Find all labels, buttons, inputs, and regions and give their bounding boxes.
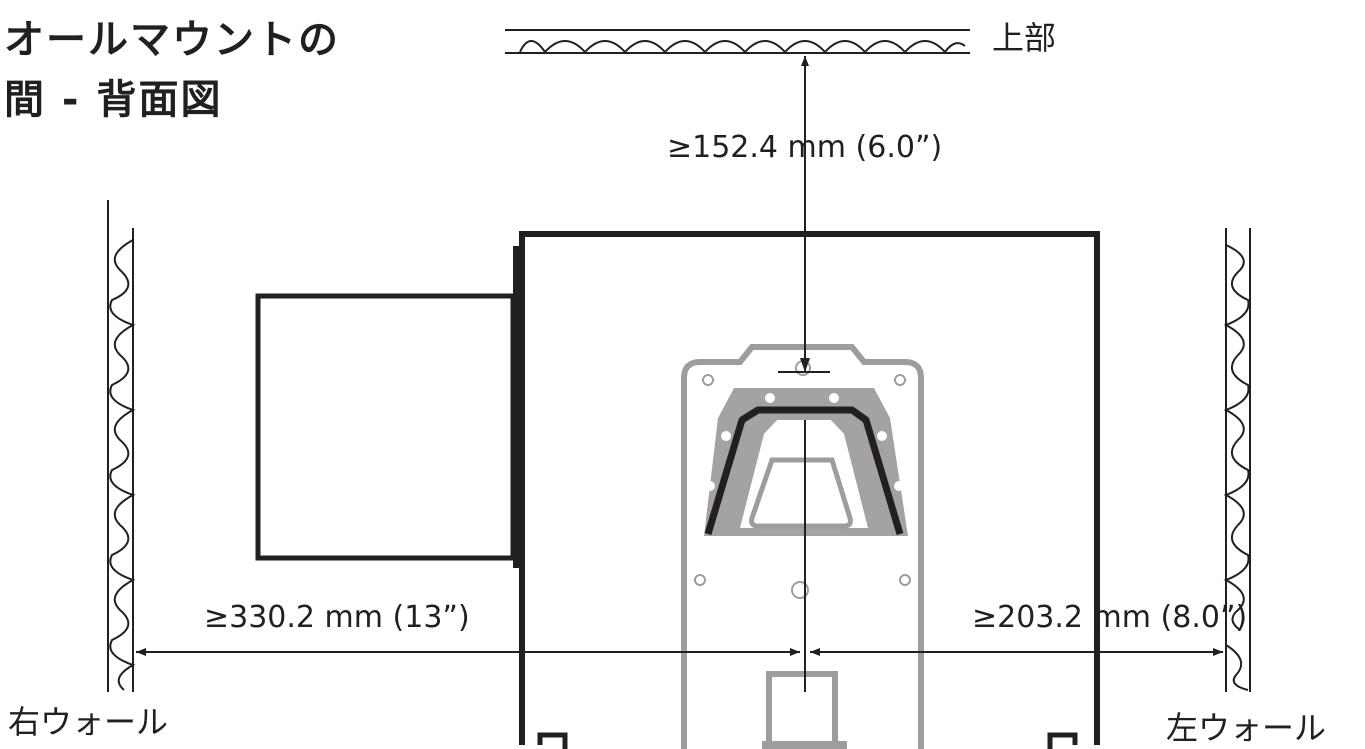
side-box <box>255 293 516 561</box>
label-top: 上部 <box>992 19 1057 57</box>
right-wall-surface <box>107 200 136 692</box>
title-line-1: オールマウントの <box>4 17 340 63</box>
dimension-top <box>800 56 810 372</box>
label-left-wall: 左ウォール <box>1166 709 1327 747</box>
ceiling-surface <box>505 29 970 54</box>
scanner-body <box>513 231 1100 749</box>
dim-left-label: ≥330.2 mm (13”) <box>204 600 470 635</box>
label-right-wall: 右ウォール <box>8 703 169 741</box>
dim-right-label: ≥203.2 mm (8.0”) <box>972 600 1248 635</box>
wall-mount-bracket <box>681 344 924 749</box>
left-wall-surface <box>1223 228 1251 692</box>
title-line-2: 間 - 背面図 <box>4 77 223 123</box>
dim-top-label: ≥152.4 mm (6.0”) <box>667 130 943 165</box>
